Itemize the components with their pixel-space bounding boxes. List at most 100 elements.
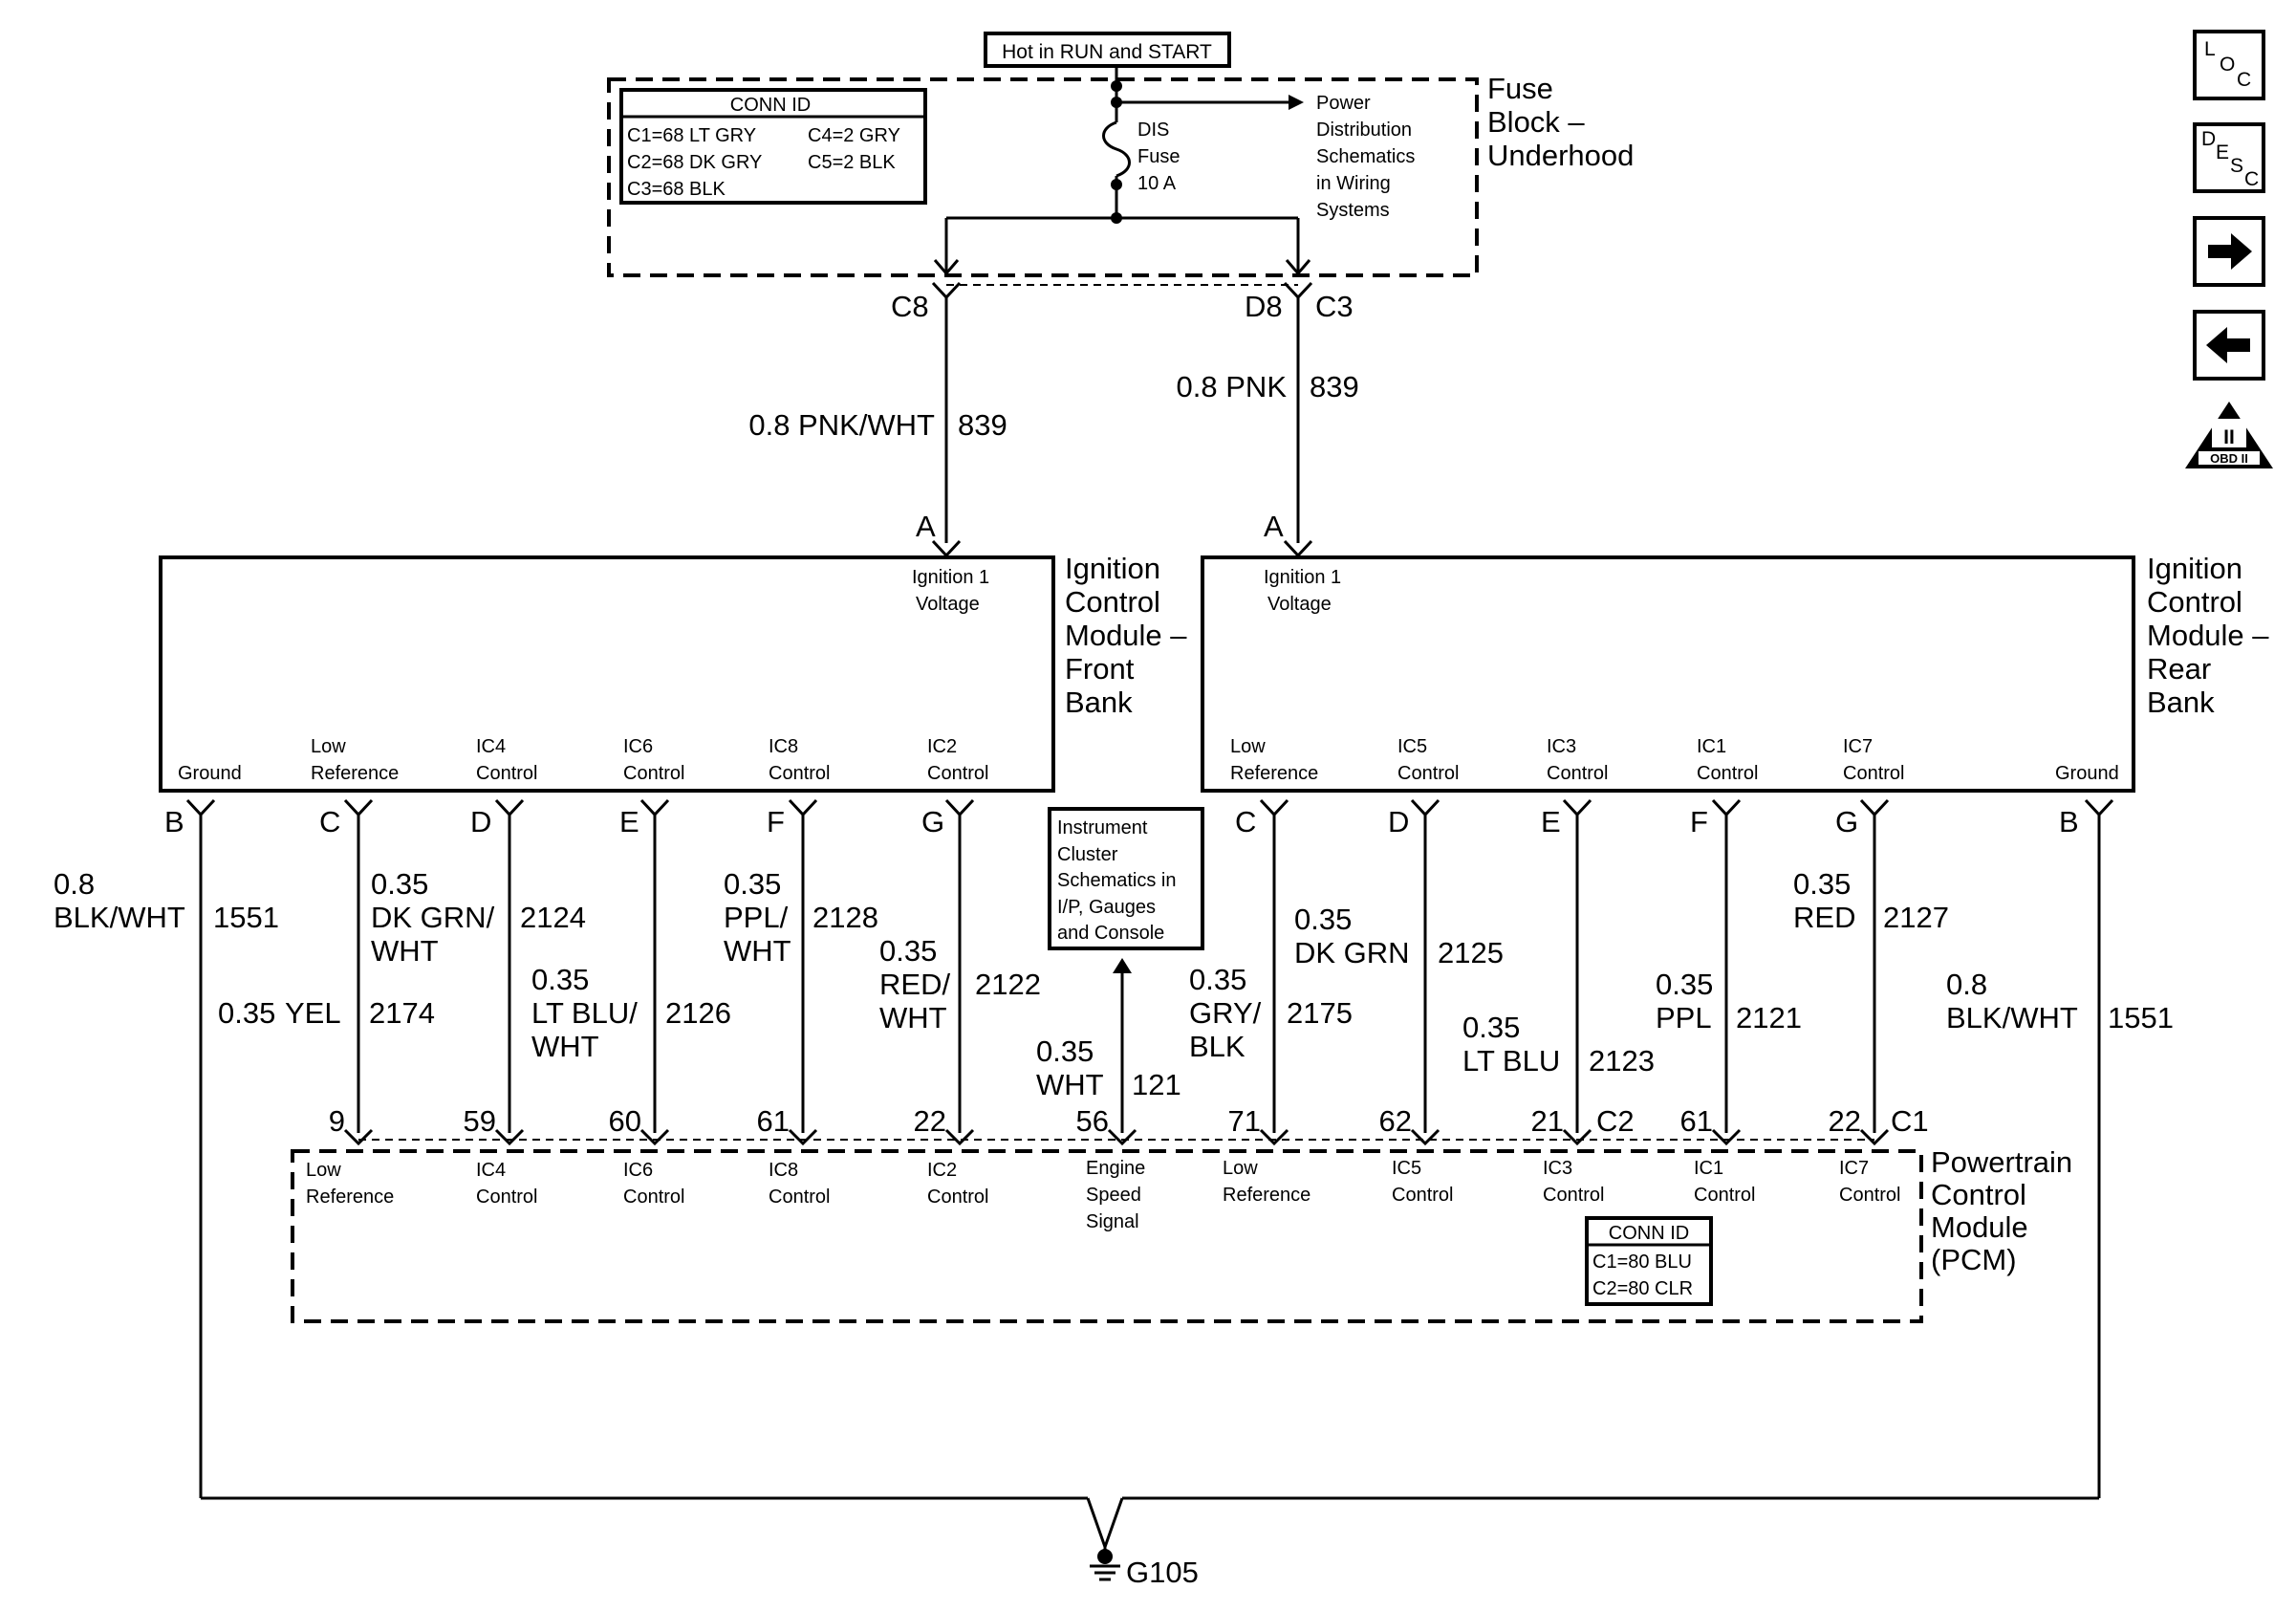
wire-2125: 0.35 DK GRN 2125 [1294,903,1504,969]
pcm-connector-c2: C2 [1596,1104,1635,1138]
instrument-cluster-reference: Instrument Cluster Schematics in I/P, Ga… [1057,817,1177,944]
pcm-conn-id-table: CONN ID C1=80 BLU C2=80 CLR [1585,1216,1713,1306]
svg-text:D: D [470,805,491,838]
svg-text:Powertrain: Powertrain [1931,1145,2072,1179]
power-distribution-reference: Power Distribution Schematics in Wiring … [1316,93,1415,221]
svg-text:Reference: Reference [1223,1185,1310,1206]
svg-text:0.8: 0.8 [54,867,95,901]
svg-text:2128: 2128 [812,901,878,934]
feed-wire-rear-circuit: 839 [1310,370,1359,403]
back-button[interactable] [2193,310,2265,381]
svg-text:IC8: IC8 [769,1160,798,1181]
svg-text:BLK/WHT: BLK/WHT [54,901,185,934]
svg-text:Control: Control [927,1186,988,1208]
svg-text:9: 9 [329,1104,345,1138]
svg-text:Low: Low [1223,1158,1258,1179]
svg-text:C5=2 BLK: C5=2 BLK [808,152,896,173]
instrument-cluster-box [1048,807,1204,950]
svg-text:Control: Control [1694,1185,1755,1206]
svg-text:BLK: BLK [1189,1030,1245,1063]
svg-text:Control: Control [1931,1178,2026,1211]
svg-text:C: C [1235,805,1256,838]
svg-text:Module: Module [1931,1210,2028,1244]
svg-text:Control: Control [769,1186,830,1208]
svg-text:Ground: Ground [2055,763,2119,784]
pcm-input-connectors [343,1128,1890,1146]
svg-text:2175: 2175 [1287,996,1353,1030]
location-button[interactable]: L O C [2193,30,2265,100]
svg-text:Speed: Speed [1086,1185,1141,1206]
svg-text:Control: Control [927,763,988,784]
svg-text:Control: Control [769,763,830,784]
svg-text:CONN ID: CONN ID [730,95,811,116]
wire-2174: 0.35 YEL 2174 [218,996,435,1030]
svg-text:IC2: IC2 [927,736,957,757]
svg-text:Control: Control [1397,763,1459,784]
svg-text:DK GRN: DK GRN [1294,936,1410,969]
wire-2128: 0.35 PPL/ WHT 2128 [724,867,878,968]
svg-text:WHT: WHT [371,934,439,968]
svg-text:Bank: Bank [1065,686,1133,719]
svg-text:OBD II: OBD II [2210,451,2248,466]
obd-ii-button[interactable]: II OBD II [2185,402,2273,468]
arrow-left-icon [2206,327,2250,363]
svg-text:0.35: 0.35 [724,867,781,901]
svg-text:S: S [2230,155,2243,177]
feed-wire-front-color: 0.8 PNK/WHT [748,408,935,442]
fuse-label: DIS Fuse 10 A [1137,120,1180,194]
svg-text:DIS: DIS [1137,120,1169,141]
svg-text:E: E [619,805,639,838]
svg-text:WHT: WHT [724,934,791,968]
svg-text:Ignition: Ignition [2147,552,2242,585]
svg-text:Power: Power [1316,93,1371,114]
svg-text:B: B [164,805,184,838]
svg-text:Underhood: Underhood [1487,139,1634,172]
svg-text:0.35: 0.35 [1793,867,1851,901]
svg-text:IC6: IC6 [623,1160,653,1181]
svg-text:56: 56 [1076,1104,1109,1138]
svg-text:Systems: Systems [1316,200,1390,221]
connector-c3: C3 [1315,290,1354,323]
svg-text:61: 61 [1680,1104,1713,1138]
svg-text:WHT: WHT [531,1030,599,1063]
svg-text:1551: 1551 [213,901,279,934]
svg-text:Control: Control [623,763,684,784]
svg-text:Reference: Reference [306,1186,394,1208]
power-dist-arrow-icon [1289,95,1304,110]
wire-2175: 0.35 GRY/ BLK 2175 [1189,963,1353,1063]
svg-text:Control: Control [1543,1185,1604,1206]
svg-text:2174: 2174 [369,996,435,1030]
arrow-right-icon [2208,233,2252,270]
pcm-title: Powertrain Control Module (PCM) [1931,1145,2072,1276]
pcm-pin-numbers: 9 59 60 61 22 56 71 62 21 61 22 [329,1104,1861,1138]
feed-wire-front-circuit: 839 [958,408,1007,442]
front-output-connectors [185,798,975,817]
forward-button[interactable] [2193,216,2265,287]
pin-a-front-icon [931,539,962,558]
svg-text:2125: 2125 [1438,936,1504,969]
svg-text:Fuse: Fuse [1137,146,1180,167]
svg-text:0.35: 0.35 [1036,1034,1094,1068]
fuse-conn-id-table: CONN ID C1=68 LT GRY C4=2 GRY C2=68 DK G… [619,88,927,205]
front-pin-letters: B C D E F G [164,805,944,838]
svg-text:D: D [2201,128,2216,150]
svg-text:Control: Control [476,763,537,784]
svg-text:Distribution: Distribution [1316,120,1412,141]
wire-2122: 0.35 RED/ WHT 2122 [879,934,1041,1034]
svg-text:Control: Control [1392,1185,1453,1206]
svg-text:CONN ID: CONN ID [1609,1223,1689,1244]
description-button[interactable]: D E S C [2193,122,2265,193]
svg-text:II: II [2223,426,2235,448]
svg-text:in Wiring: in Wiring [1316,173,1391,194]
ground-icon [1090,1564,1120,1581]
fuse-icon [1102,120,1131,178]
svg-text:Fuse: Fuse [1487,72,1553,105]
wire-1551-right: 0.8 BLK/WHT 1551 [1946,968,2174,1034]
svg-text:Control: Control [1839,1185,1900,1206]
svg-text:0.35: 0.35 [371,867,428,901]
svg-text:F: F [767,805,785,838]
svg-text:IC2: IC2 [927,1160,957,1181]
svg-text:0.35: 0.35 [879,934,937,968]
engine-speed-arrow-icon [1113,958,1132,973]
